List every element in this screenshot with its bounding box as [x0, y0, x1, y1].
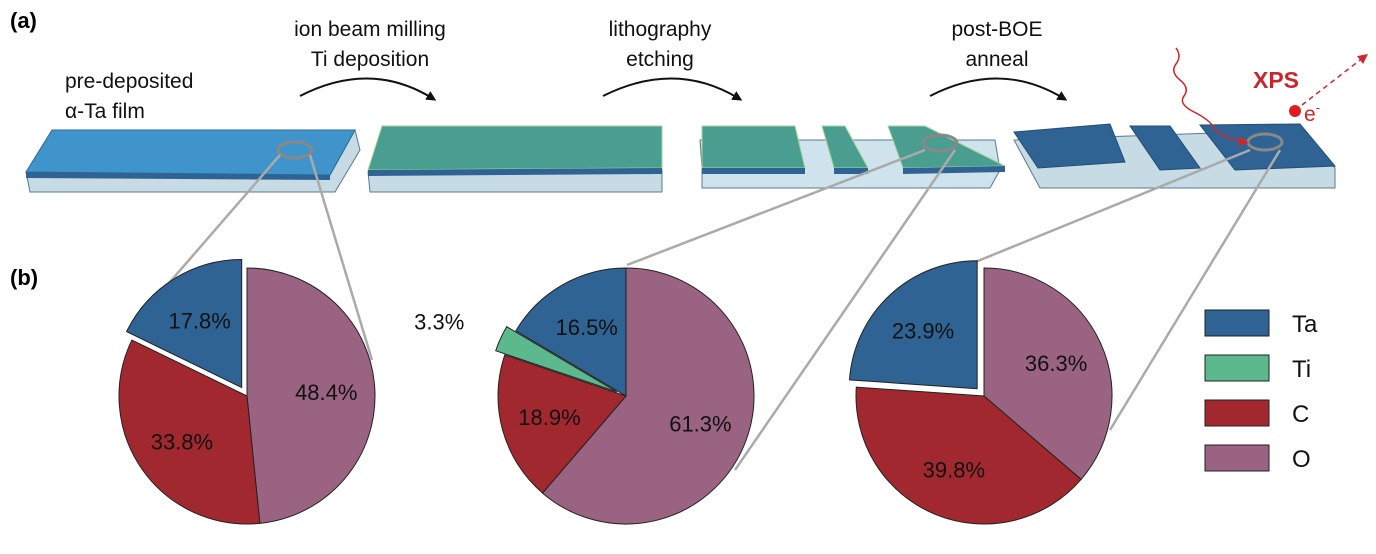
legend-label-c: C — [1292, 401, 1309, 428]
pie-slice-o — [983, 267, 1113, 481]
zoom-connectors — [149, 148, 1282, 471]
pie-slice-o — [246, 267, 376, 524]
pie-slice-ta — [515, 267, 627, 397]
xray-wave-icon — [1173, 47, 1249, 146]
legend-label-o: O — [1292, 446, 1311, 473]
initial-label-line1: pre-deposited — [65, 70, 193, 93]
xps-spot-ring — [276, 140, 314, 160]
step3-label-line2: anneal — [965, 48, 1028, 71]
xps-spot-ring — [921, 133, 959, 153]
panel-label-b: (b) — [10, 265, 38, 290]
sample-etched — [699, 125, 1006, 189]
electron-icon — [1289, 105, 1301, 117]
initial-label-line2: α-Ta film — [65, 100, 145, 123]
legend-label-ti: Ti — [1292, 356, 1311, 383]
pie-chart-2: 61.3% 18.9% 3.3% 16.5% — [414, 267, 755, 525]
sample-alpha-ta-film — [25, 128, 361, 193]
pie-chart-3: 36.3% 39.8% 23.9% — [848, 260, 1113, 525]
pie-slice-c — [855, 386, 1082, 525]
pie-chart-1: 48.4% 33.8% 17.8% — [118, 259, 376, 525]
step1-label-line2: Ti deposition — [311, 48, 429, 71]
electron-label: e- — [1304, 100, 1320, 126]
pie-slice-o — [541, 267, 755, 525]
pie-slice-ta — [848, 260, 978, 390]
pie-slice-ti — [495, 325, 618, 393]
legend-label-ta: Ta — [1292, 311, 1318, 338]
panel-label-a: (a) — [10, 8, 37, 33]
slice-label-c: 39.8% — [923, 457, 985, 482]
process-arrow-3 — [929, 77, 1068, 101]
slice-label-ta: 16.5% — [555, 315, 617, 340]
legend-swatch-c — [1204, 399, 1270, 427]
photoelectron-arrow-icon — [1301, 53, 1368, 106]
xps-label: XPS — [1253, 67, 1299, 93]
step2-label-line1: lithography — [609, 18, 712, 41]
slice-label-o: 48.4% — [295, 380, 357, 405]
slice-label-o: 61.3% — [669, 412, 731, 437]
slice-label-c: 33.8% — [151, 429, 213, 454]
pie-slice-ta — [125, 259, 243, 389]
step1-label-line1: ion beam milling — [294, 18, 446, 41]
step2-label-line2: etching — [626, 48, 694, 71]
slice-label-c: 18.9% — [518, 405, 580, 430]
sample-ti-deposited — [367, 125, 663, 193]
sample-annealed — [1013, 123, 1337, 189]
process-arrow-2 — [602, 77, 743, 101]
step3-label-line1: post-BOE — [951, 18, 1042, 41]
process-arrow-1 — [299, 77, 437, 101]
slice-label-ti: 3.3% — [414, 310, 464, 335]
slice-label-ta: 23.9% — [892, 319, 954, 344]
legend-swatch-ta — [1204, 309, 1270, 337]
pie-slice-c — [118, 339, 261, 525]
slice-label-ta: 17.8% — [168, 308, 230, 333]
pie-slice-c — [497, 354, 627, 494]
legend-swatch-o — [1204, 444, 1270, 472]
slice-label-o: 36.3% — [1025, 351, 1087, 376]
legend-swatch-ti — [1204, 354, 1270, 382]
